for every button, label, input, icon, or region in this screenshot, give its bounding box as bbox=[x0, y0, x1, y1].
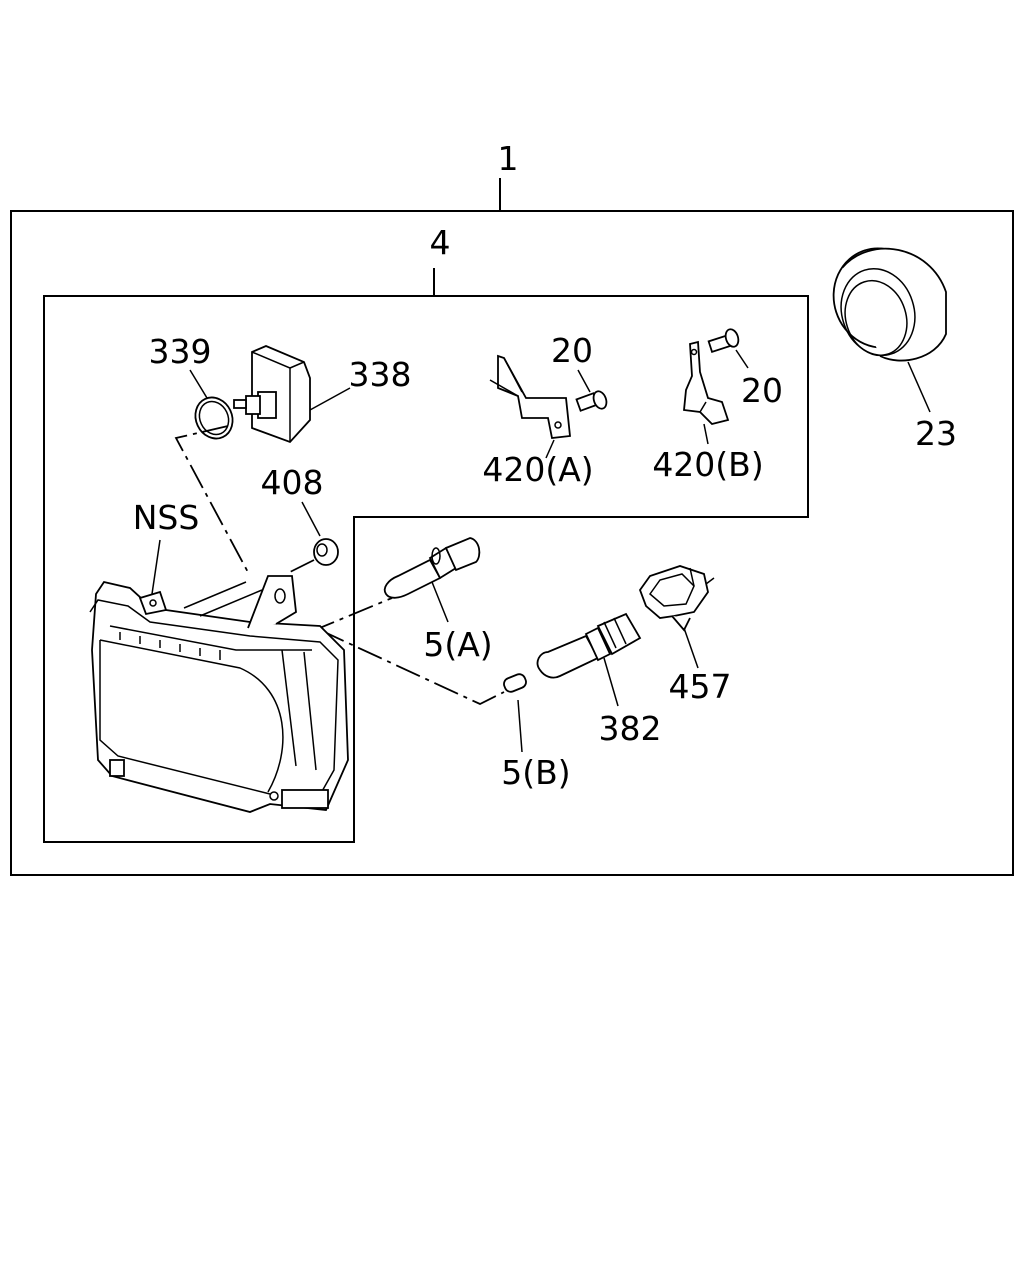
label-screw-a: 20 bbox=[551, 331, 593, 370]
headlight-housing bbox=[89, 575, 349, 813]
bracket-a-part bbox=[489, 354, 571, 439]
bulb-b-part bbox=[503, 673, 527, 693]
screw-b-part bbox=[707, 328, 740, 353]
label-connector: 457 bbox=[669, 667, 732, 706]
o-ring-part bbox=[194, 396, 234, 440]
label-grommet: 408 bbox=[261, 463, 324, 502]
label-housing-subassembly: 4 bbox=[430, 223, 451, 262]
label-bulb-a: 5(A) bbox=[423, 625, 492, 664]
label-bulb-b: 5(B) bbox=[501, 753, 570, 792]
label-assembly: 1 bbox=[498, 139, 519, 178]
label-nss: NSS bbox=[133, 498, 200, 537]
label-bracket-b: 420(B) bbox=[652, 445, 763, 484]
label-screw-b: 20 bbox=[741, 371, 783, 410]
assembly-frame bbox=[10, 210, 1014, 876]
actuator-part bbox=[233, 345, 311, 444]
socket-part bbox=[536, 612, 642, 679]
label-o-ring: 339 bbox=[149, 332, 212, 371]
ring-part bbox=[832, 247, 947, 362]
grommet-part bbox=[313, 538, 339, 566]
bracket-b-part bbox=[683, 340, 730, 425]
label-bracket-a: 420(A) bbox=[482, 450, 593, 489]
label-socket: 382 bbox=[599, 709, 662, 748]
housing-subassembly-frame bbox=[43, 295, 809, 843]
connector-part bbox=[638, 565, 715, 632]
bulb-a-part bbox=[383, 537, 481, 599]
screw-a-part bbox=[575, 390, 608, 412]
label-actuator: 338 bbox=[349, 355, 412, 394]
label-ring: 23 bbox=[915, 414, 957, 453]
